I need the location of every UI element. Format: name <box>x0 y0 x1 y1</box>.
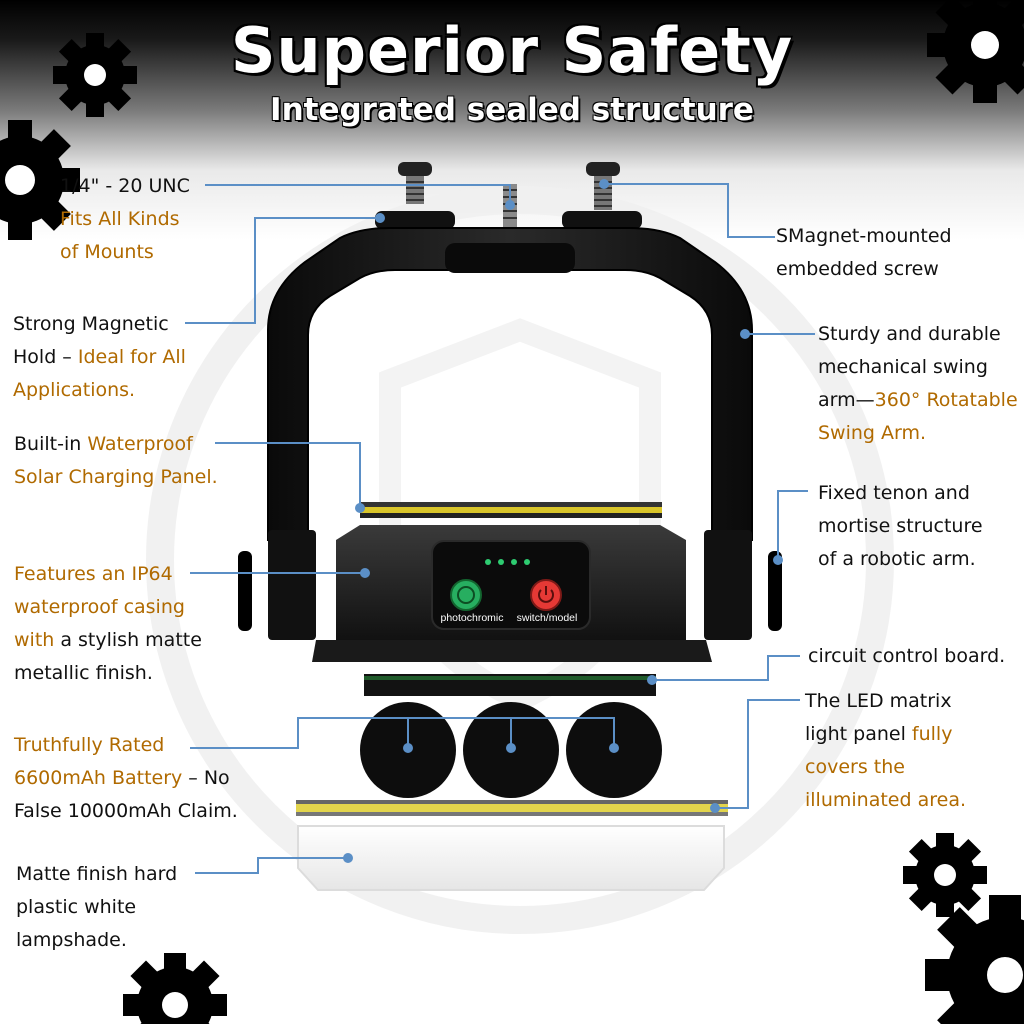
power-icon <box>538 586 554 603</box>
switch-model-label: switch/model <box>517 612 578 624</box>
device-body: photochromic switch/model <box>312 525 712 662</box>
callout-mount: 1/4" - 20 UNC Fits All Kinds of Mounts <box>60 175 190 263</box>
callout-battery: Truthfully Rated 6600mAh Battery – No Fa… <box>14 734 238 822</box>
gear-icon <box>123 953 227 1024</box>
screw-left <box>398 162 432 204</box>
callout-shade: Matte finish hard plastic white lampshad… <box>16 863 178 951</box>
swing-arm <box>238 227 782 640</box>
lampshade <box>297 825 725 891</box>
circuit-board <box>364 674 656 696</box>
callout-magnet: Strong Magnetic Hold – Ideal for All App… <box>13 313 186 401</box>
solar-panel <box>360 502 662 518</box>
leader-lines <box>185 179 815 874</box>
gear-icon <box>903 833 1024 1024</box>
magnet-right <box>562 211 642 229</box>
magnet-left <box>375 211 455 229</box>
callout-board: circuit control board. <box>808 645 1006 667</box>
callout-solar: Built-in Waterproof Solar Charging Panel… <box>14 433 218 488</box>
page-subtitle: Integrated sealed structure <box>270 92 754 128</box>
gear-icon <box>927 0 1024 103</box>
callout-screw: SMagnet-mounted embedded screw <box>776 225 952 280</box>
led-panel <box>296 800 728 816</box>
gear-icon <box>0 33 137 240</box>
photochromic-label: photochromic <box>440 612 503 624</box>
callout-arm: Sturdy and durable mechanical swing arm—… <box>818 323 1018 444</box>
callout-tenon: Fixed tenon and mortise structure of a r… <box>818 482 983 570</box>
callout-led: The LED matrix light panel fully covers … <box>805 690 966 811</box>
page-title: Superior Safety <box>230 14 794 87</box>
callout-casing: Features an IP64 waterproof casing with … <box>14 563 202 684</box>
